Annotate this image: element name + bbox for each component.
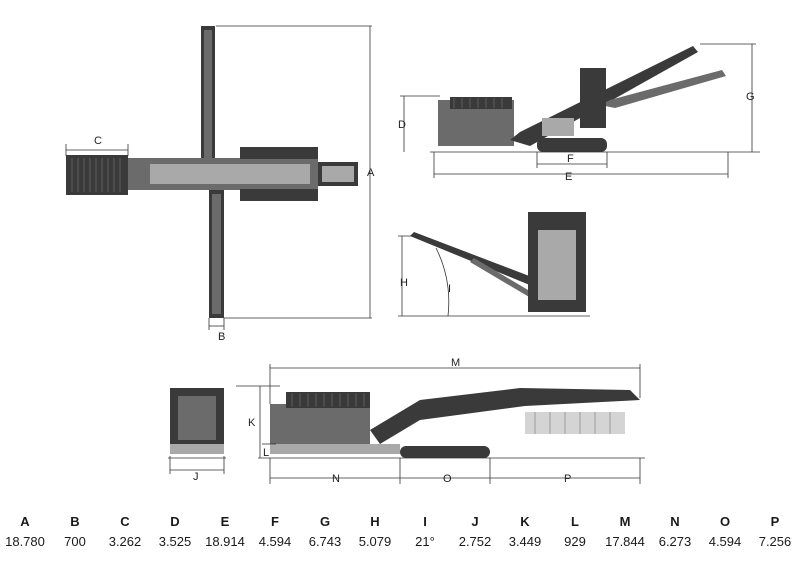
spec-column-p: P 7.256 [750, 512, 800, 552]
spec-column-l: L 929 [550, 512, 600, 552]
long-side-view: M K L N O P [236, 357, 645, 485]
dim-label-a: A [367, 167, 375, 179]
spec-column-n: N 6.273 [650, 512, 700, 552]
dim-label-l: L [263, 447, 269, 459]
spec-value: 6.273 [658, 534, 692, 549]
spec-letter: L [571, 514, 579, 529]
side-upper-conveyor [600, 70, 726, 108]
long-tracks [400, 446, 490, 458]
spec-value: 4.594 [708, 534, 742, 549]
spec-value: 21° [415, 534, 435, 549]
spec-column-m: M 17.844 [600, 512, 650, 552]
machine-dimension-drawing: A C B D G [65, 25, 760, 485]
dim-label-c: C [94, 135, 102, 147]
spec-letter: E [220, 514, 230, 529]
spec-value: 3.262 [108, 534, 142, 549]
spec-column-b: B 700 [50, 512, 100, 552]
plan-view: A C B [65, 25, 375, 343]
spec-column-g: G 6.743 [300, 512, 350, 552]
dim-label-o: O [443, 473, 452, 485]
dim-label-m: M [451, 357, 460, 369]
spec-column-f: F 4.594 [250, 512, 300, 552]
side-view: D G F E [398, 43, 760, 183]
angle-view: H I [398, 212, 590, 317]
spec-letter: P [770, 514, 780, 529]
side-tracks [537, 138, 607, 152]
spec-letter: J [471, 514, 479, 529]
dim-label-d: D [398, 119, 406, 131]
spec-column-h: H 5.079 [350, 512, 400, 552]
spec-value: 17.844 [605, 534, 645, 549]
plan-tracks-top [240, 147, 318, 159]
spec-column-a: A 18.780 [0, 512, 50, 552]
spec-letter: B [70, 514, 80, 529]
rear-view: J [168, 388, 226, 483]
dim-label-e: E [565, 171, 572, 183]
spec-letter: M [619, 514, 631, 529]
spec-value: 4.594 [258, 534, 292, 549]
spec-column-c: C 3.262 [100, 512, 150, 552]
spec-column-o: O 4.594 [700, 512, 750, 552]
dim-label-n: N [332, 473, 340, 485]
spec-letter: F [271, 514, 279, 529]
spec-letter: C [120, 514, 130, 529]
spec-letter: I [423, 514, 427, 529]
spec-column-j: J 2.752 [450, 512, 500, 552]
spec-letter: K [520, 514, 530, 529]
spec-value: 2.752 [458, 534, 492, 549]
spec-value: 6.743 [308, 534, 342, 549]
spec-letter: H [370, 514, 380, 529]
dimension-spec-table: A 18.780 B 700 C 3.262 D 3.525 E 18.914 … [0, 512, 800, 560]
spec-value: 18.780 [5, 534, 45, 549]
spec-value: 7.256 [758, 534, 792, 549]
spec-letter: D [170, 514, 180, 529]
spec-letter: G [319, 514, 331, 529]
spec-value: 700 [64, 534, 86, 549]
spec-value: 18.914 [205, 534, 245, 549]
spec-column-e: E 18.914 [200, 512, 250, 552]
dim-label-i: I [448, 283, 451, 295]
spec-letter: A [20, 514, 30, 529]
dim-label-g: G [746, 91, 755, 103]
spec-column-d: D 3.525 [150, 512, 200, 552]
dim-label-b: B [218, 331, 225, 343]
spec-value: 5.079 [358, 534, 392, 549]
long-hopper [270, 404, 370, 444]
spec-value: 3.525 [158, 534, 192, 549]
spec-column-i: I 21° [400, 512, 450, 552]
dim-label-f: F [567, 153, 574, 165]
dim-label-p: P [564, 473, 571, 485]
plan-tracks-bottom [240, 189, 318, 201]
side-power-unit [580, 68, 606, 128]
long-main-conveyor [370, 388, 640, 444]
dim-label-j: J [193, 471, 199, 483]
plan-screenbox [66, 155, 128, 195]
spec-letter: N [670, 514, 680, 529]
spec-letter: O [719, 514, 731, 529]
dim-label-k: K [248, 417, 256, 429]
dim-label-h: H [400, 277, 408, 289]
spec-value: 929 [564, 534, 586, 549]
spec-value: 3.449 [508, 534, 542, 549]
spec-column-k: K 3.449 [500, 512, 550, 552]
